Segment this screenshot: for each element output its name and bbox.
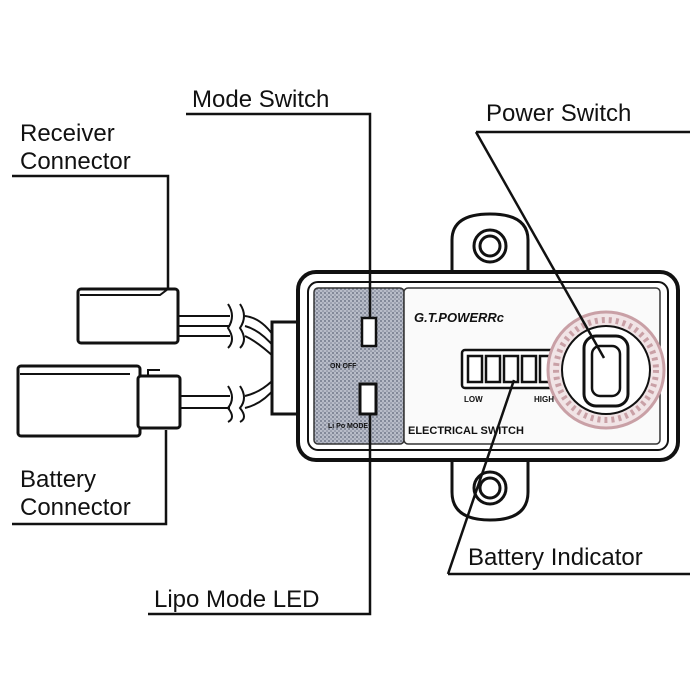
- battery-segment: [484, 354, 502, 384]
- mount-tab-top: [450, 212, 530, 278]
- mount-tab-bottom: [450, 456, 530, 522]
- battery-connector: [16, 364, 182, 438]
- receiver-connector: [76, 287, 180, 345]
- battery-segment: [502, 354, 520, 384]
- battery-indicator-label: Battery Indicator: [468, 544, 643, 571]
- leader-lines: [12, 112, 690, 616]
- mode-switch-label: Mode Switch: [192, 86, 330, 113]
- mode-switch[interactable]: [360, 316, 378, 348]
- wire-bundle: [178, 303, 276, 423]
- power-switch[interactable]: [546, 310, 666, 430]
- lipo-mode-led-label: Lipo Mode LED: [154, 586, 320, 613]
- lipo-mode-led: [358, 382, 378, 416]
- power-switch-label: Power Switch: [486, 100, 632, 127]
- battery-connector-label-line1: Battery: [20, 466, 97, 493]
- battery-connector-label-line2: Connector: [20, 494, 131, 521]
- receiver-connector-label-line2: Connector: [20, 148, 131, 175]
- textured-panel: [313, 287, 405, 445]
- battery-segment: [466, 354, 484, 384]
- switch-label-top: ON OFF: [330, 363, 357, 370]
- indicator-high-label: HIGH: [534, 395, 554, 404]
- product-label: ELECTRICAL SWITCH: [408, 425, 524, 437]
- receiver-connector-label-line1: Receiver: [20, 120, 115, 147]
- brand-label: G.T.POWERRc: [414, 310, 505, 325]
- battery-segment: [520, 354, 538, 384]
- indicator-low-label: LOW: [464, 395, 483, 404]
- switch-label-bottom: Li Po MODE: [328, 423, 368, 430]
